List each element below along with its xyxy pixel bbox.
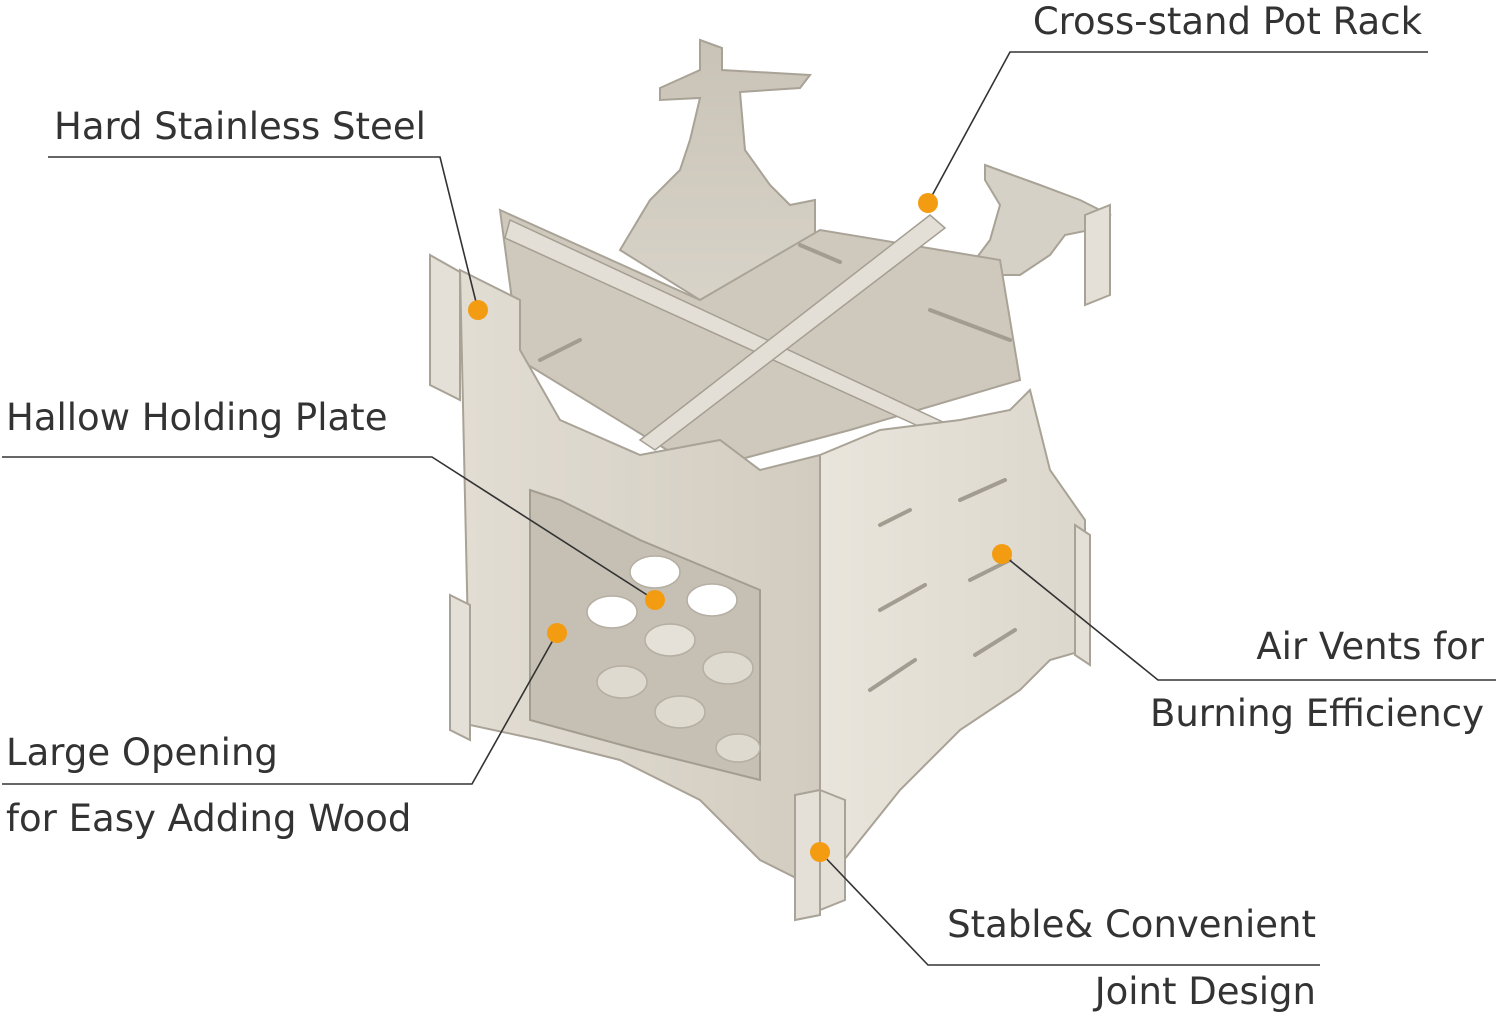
label-stable-joint-line1: Stable& Convenient xyxy=(947,903,1316,946)
label-large-opening-line1: Large Opening xyxy=(6,731,278,774)
label-air-vents-line1: Air Vents for xyxy=(1256,625,1484,668)
right-back-panel xyxy=(973,163,1112,276)
plate-holes xyxy=(586,555,761,763)
label-air-vents-line2: Burning Efficiency xyxy=(1149,692,1484,735)
dot-hallow-plate xyxy=(645,590,665,610)
right-face xyxy=(819,388,1086,893)
label-stable-joint-line2: Joint Design xyxy=(1094,970,1316,1013)
dot-air-vents xyxy=(992,544,1012,564)
label-large-opening-line2: for Easy Adding Wood xyxy=(6,797,412,840)
joint-tabs xyxy=(429,203,1111,922)
dot-large-opening xyxy=(547,623,567,643)
dot-stable-joint xyxy=(810,842,830,862)
label-hallow-holding-plate: Hallow Holding Plate xyxy=(6,396,388,439)
label-hard-stainless-steel: Hard Stainless Steel xyxy=(54,105,426,148)
label-cross-stand-pot-rack: Cross-stand Pot Rack xyxy=(1032,0,1422,43)
leader-lines xyxy=(2,51,1496,966)
vent-slots xyxy=(538,243,1017,692)
dot-cross-stand xyxy=(918,193,938,213)
cross-bar-2 xyxy=(638,214,947,451)
callout-dots xyxy=(468,193,1012,862)
dot-hard-steel xyxy=(468,300,488,320)
